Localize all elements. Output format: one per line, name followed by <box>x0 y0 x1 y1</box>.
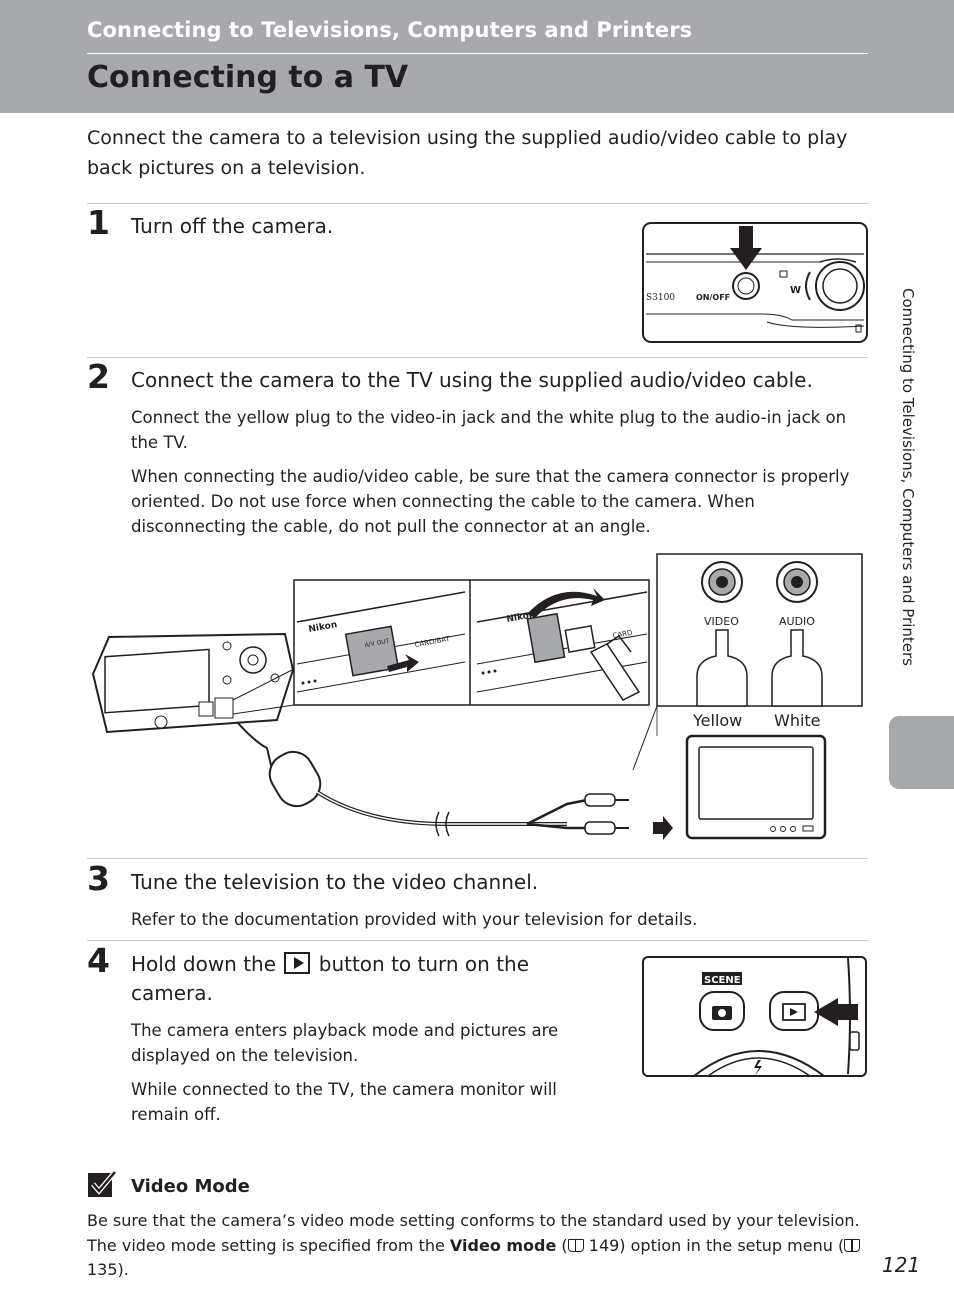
step-3-number: 3 <box>87 859 110 898</box>
checkmark-icon <box>88 1170 117 1197</box>
step-1-title: Turn off the camera. <box>131 214 334 238</box>
step-4-title: Hold down the button to turn on the came… <box>131 950 581 1008</box>
step-1-number: 1 <box>87 203 110 242</box>
model-label: S3100 <box>646 293 675 303</box>
video-jack-label: VIDEO <box>704 615 739 628</box>
header-divider <box>87 53 868 54</box>
divider <box>87 940 868 941</box>
step-4-title-end: button to turn on the camera. <box>131 952 530 1005</box>
step-2-title: Connect the camera to the TV using the s… <box>131 368 813 392</box>
zoom-w-label: W <box>790 285 801 296</box>
camera-back-illustration: SCENE <box>642 956 867 1077</box>
white-plug-label: White <box>774 711 821 730</box>
section-title: Connecting to Televisions, Computers and… <box>87 18 693 42</box>
av-out-label: A/V OUT <box>364 638 390 649</box>
audio-jack-label: AUDIO <box>779 615 815 628</box>
step-2-paragraph-1: Connect the yellow plug to the video-in … <box>131 408 847 452</box>
video-mode-term: Video mode <box>449 1235 557 1255</box>
on-off-label: ON/OFF <box>696 293 730 302</box>
page-header: Connecting to Televisions, Computers and… <box>0 0 954 113</box>
scene-label: SCENE <box>704 975 741 986</box>
yellow-plug-label: Yellow <box>692 711 742 730</box>
intro-paragraph: Connect the camera to a television using… <box>87 127 848 179</box>
step-2-number: 2 <box>87 357 110 396</box>
step-4-title-start: Hold down the <box>131 952 277 976</box>
side-chapter-text: Connecting to Televisions, Computers and… <box>899 288 917 666</box>
note-title: Video Mode <box>131 1176 250 1197</box>
divider <box>87 203 868 204</box>
step-3-paragraph: Refer to the documentation provided with… <box>131 910 698 929</box>
step-2-paragraph-2: When connecting the audio/video cable, b… <box>131 467 850 536</box>
camera-top-illustration: W S3100 ON/OFF <box>642 222 868 343</box>
play-button-icon <box>284 952 311 974</box>
chapter-tab <box>889 716 954 789</box>
note-body: Be sure that the camera’s video mode set… <box>87 1211 861 1279</box>
book-reference-icon <box>567 1238 584 1252</box>
step-3-title: Tune the television to the video channel… <box>131 870 539 894</box>
av-cable-connection-illustration: Nikon A/V OUT CARD/BAT Nikon CARD VIDEO … <box>91 553 863 840</box>
step-4-paragraph-1: The camera enters playback mode and pict… <box>131 1021 559 1065</box>
step-4-number: 4 <box>87 941 110 980</box>
page-number: 121 <box>882 1253 921 1277</box>
nikon-brand-label: Nikon <box>308 620 338 635</box>
page-title: Connecting to a TV <box>87 60 409 95</box>
divider <box>87 858 868 859</box>
book-reference-icon <box>844 1238 861 1252</box>
card-label-short: CARD <box>612 629 633 640</box>
divider <box>87 357 868 358</box>
step-4-paragraph-2: While connected to the TV, the camera mo… <box>131 1080 557 1124</box>
